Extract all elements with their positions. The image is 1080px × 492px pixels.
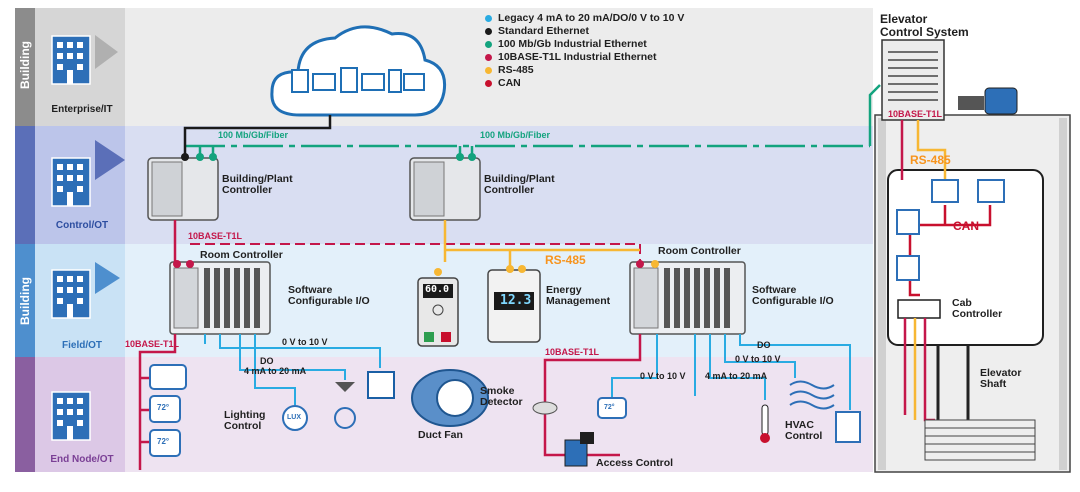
thermostat-1-text: 72° [157, 403, 170, 412]
room-controller-2-label: Room Controller [658, 245, 741, 257]
fan-shape [367, 371, 395, 399]
thermostat-2-text: 72° [157, 437, 170, 446]
elevator-control-cabinet [881, 39, 945, 121]
energy-meter-shape [487, 265, 541, 343]
building-icon-field [51, 262, 120, 319]
lighting-label: Lighting Control [224, 409, 266, 433]
duct-display: 60.0 [425, 284, 450, 295]
t1l-label-control: 10BASE-T1L [188, 231, 243, 241]
rs485-label-elevator: RS-485 [910, 153, 951, 167]
can-label: CAN [953, 219, 979, 233]
v10-label-left: 0 V to 10 V [282, 337, 328, 347]
rs485-label-field: RS-485 [545, 253, 586, 267]
building-strip-top [15, 8, 35, 126]
duct-fan-shape [411, 369, 489, 427]
lux-sensor-shape [282, 405, 308, 431]
thermometer-shape [760, 404, 770, 443]
enterprise-band [15, 8, 873, 126]
t1l-label-access: 10BASE-T1L [545, 347, 600, 357]
lux-text: LUX [287, 414, 301, 421]
plant-controller-1-label: Building/Plant Controller [222, 173, 293, 197]
layer-field: Field/OT [62, 340, 102, 351]
sw-io-2-label: Software Configurable I/O [752, 284, 834, 308]
ma-label-right: 4 mA to 20 mA [705, 371, 768, 381]
fiber-label-left: 100 Mb/Gb/Fiber [218, 130, 289, 140]
flowmeter-shape [149, 364, 187, 390]
building-label-bottom: Building [18, 277, 32, 325]
layer-enterprise: Enterprise/IT [51, 104, 113, 115]
layer-endnode: End Node/OT [50, 454, 114, 465]
do-label-right: DO [757, 340, 771, 350]
layer-control: Control/OT [55, 220, 109, 231]
room-controller-2-shape [629, 260, 746, 335]
t1l-label-field: 10BASE-T1L [125, 339, 180, 349]
hvac-label: HVAC Control [785, 419, 823, 443]
elevator-system-label: Elevator Control System [880, 12, 969, 39]
legend-item-rs485: RS-485 [485, 64, 534, 76]
endnode-strip [15, 357, 35, 472]
smoke-detector-shape [532, 401, 558, 415]
switch-shape [835, 411, 861, 443]
t1l-label-elevator: 10BASE-T1L [888, 109, 943, 119]
duct-fan-label: Duct Fan [418, 429, 463, 441]
plant-controller-1-shape [147, 153, 219, 221]
plant-controller-2-label: Building/Plant Controller [484, 173, 555, 197]
legend-item-industrial-ethernet: 100 Mb/Gb Industrial Ethernet [485, 38, 647, 50]
cab-label: Cab Controller [952, 297, 1003, 321]
building-icon-endnode [51, 391, 91, 441]
legend-dot [485, 14, 492, 22]
plant-controller-2-shape [409, 153, 481, 221]
v10-label-mid: 0 V to 10 V [640, 371, 686, 381]
thermostat-3-text: 72° [604, 404, 615, 411]
energy-display: 12.3 [500, 293, 532, 308]
energy-label: Energy Management [546, 284, 611, 308]
access-label: Access Control [596, 457, 674, 469]
smoke-label: Smoke Detector [480, 385, 523, 409]
ma-label-left: 4 mA to 20 mA [244, 366, 307, 376]
control-strip [15, 126, 35, 244]
room-controller-1-label: Room Controller [200, 249, 283, 261]
legend-item-legacy: Legacy 4 mA to 20 mA/DO/0 V to 10 V [485, 12, 684, 24]
legend-item-can: CAN [485, 77, 521, 89]
legend-item-standard-ethernet: Standard Ethernet [485, 25, 589, 37]
building-icon-enterprise [51, 35, 118, 85]
cloud-icon [270, 25, 447, 117]
thermostat-3-shape [597, 397, 627, 419]
shaft-label: Elevator Shaft [980, 367, 1022, 391]
duct-controller-shape [417, 268, 459, 347]
elevator-motor [958, 87, 1018, 115]
motion-sensor-shape [334, 382, 356, 429]
fiber-label-right: 100 Mb/Gb/Fiber [480, 130, 551, 140]
hvac-shape [789, 380, 835, 410]
access-panel-shape [564, 432, 594, 467]
room-controller-1-shape [169, 260, 271, 335]
do-label-left: DO [260, 356, 274, 366]
thermostat-2-shape [149, 429, 181, 457]
sw-io-1-label: Software Configurable I/O [288, 284, 370, 308]
building-strip-bottom [15, 244, 35, 357]
building-icon-control [51, 140, 125, 207]
thermostat-1-shape [149, 395, 181, 423]
building-label-top: Building [18, 41, 32, 89]
v10-label-right: 0 V to 10 V [735, 354, 781, 364]
legend-item-t1l: 10BASE-T1L Industrial Ethernet [485, 51, 657, 63]
